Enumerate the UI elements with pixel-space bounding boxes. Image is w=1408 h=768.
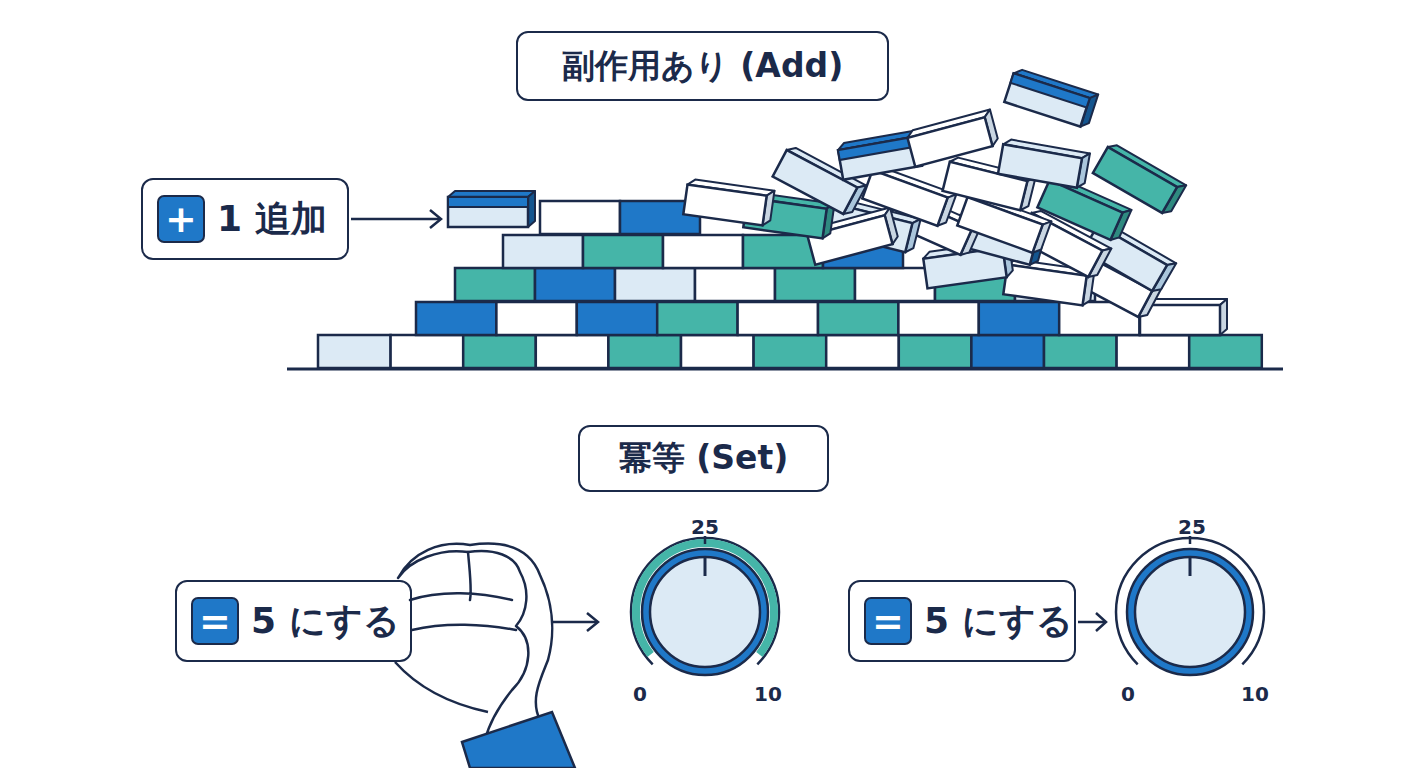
action-text: 5 にする (251, 597, 400, 646)
dial-ring (642, 549, 768, 675)
arrow-line (1078, 621, 1105, 624)
brick (979, 302, 1059, 335)
dial-knob (650, 557, 760, 667)
brick (663, 235, 743, 268)
brick (898, 302, 978, 335)
brick (583, 235, 663, 268)
dial-scale-number: 25 (691, 515, 719, 539)
brick (608, 335, 681, 368)
falling-brick (448, 191, 535, 227)
dial-scale-number: 0 (633, 682, 647, 706)
arrow-head (587, 613, 598, 631)
brick-face (998, 144, 1082, 187)
brick (540, 201, 620, 234)
heading-text: 副作用あり (Add) (562, 44, 843, 89)
brick (855, 268, 935, 301)
brick (503, 235, 583, 268)
brick (318, 335, 391, 368)
brick-face (448, 197, 528, 227)
operator-icon: = (864, 597, 912, 645)
operator-icon: = (191, 597, 239, 645)
dial-ring (1127, 549, 1253, 675)
brick (416, 302, 496, 335)
brick (695, 268, 775, 301)
dial-scale-number: 10 (754, 682, 782, 706)
heading-text: 冪等 (Set) (619, 436, 789, 481)
brick (826, 335, 899, 368)
brick (496, 302, 576, 335)
section-heading: 冪等 (Set) (578, 425, 829, 492)
brick (1044, 335, 1117, 368)
brick-face (1037, 180, 1122, 240)
sleeve (462, 712, 575, 768)
brick (818, 302, 898, 335)
brick (577, 302, 657, 335)
action-box: =5 にする (175, 580, 412, 662)
brick (775, 268, 855, 301)
brick (899, 335, 972, 368)
dial-pointer (1189, 557, 1192, 576)
dial-knob (1135, 557, 1245, 667)
action-box: =5 にする (848, 580, 1076, 662)
brick-face (683, 185, 766, 226)
brick (391, 335, 464, 368)
action-text: 5 にする (924, 597, 1073, 646)
brick (971, 335, 1044, 368)
brick-band (448, 197, 528, 207)
brick (535, 268, 615, 301)
dial-scale-number: 10 (1241, 682, 1269, 706)
arrow-head (1096, 613, 1106, 631)
brick-face (1140, 305, 1220, 335)
hand (398, 544, 552, 740)
action-box: +1 追加 (141, 178, 349, 260)
brick (738, 302, 818, 335)
brick-band (1011, 73, 1090, 107)
dial-pointer (704, 557, 707, 576)
hand-fingers (410, 552, 516, 630)
brick (615, 268, 695, 301)
dial-scale-number: 25 (1178, 515, 1206, 539)
falling-brick (1004, 68, 1098, 129)
brick (455, 268, 535, 301)
brick (1117, 335, 1190, 368)
arrow-head (430, 210, 441, 228)
arrows (351, 210, 1106, 631)
falling-brick (683, 179, 774, 227)
brick-wall (318, 68, 1262, 368)
brick-face (1093, 147, 1177, 213)
brick-face (907, 117, 992, 167)
action-text: 1 追加 (217, 195, 327, 244)
brick (536, 335, 609, 368)
falling-brick (998, 138, 1090, 189)
dial-scale-number: 0 (1121, 682, 1135, 706)
brick (1189, 335, 1262, 368)
operator-icon: + (157, 195, 205, 243)
falling-brick (1093, 142, 1186, 217)
hand-palm (395, 662, 488, 712)
dials (631, 536, 1264, 675)
brick-face (862, 170, 947, 226)
section-heading: 副作用あり (Add) (516, 31, 889, 101)
brick (754, 335, 827, 368)
falling-brick (906, 110, 999, 167)
brick-face (1004, 73, 1089, 126)
brick (681, 335, 754, 368)
arrow-line (351, 218, 440, 221)
brick (657, 302, 737, 335)
brick-band (838, 136, 919, 160)
brick (463, 335, 536, 368)
